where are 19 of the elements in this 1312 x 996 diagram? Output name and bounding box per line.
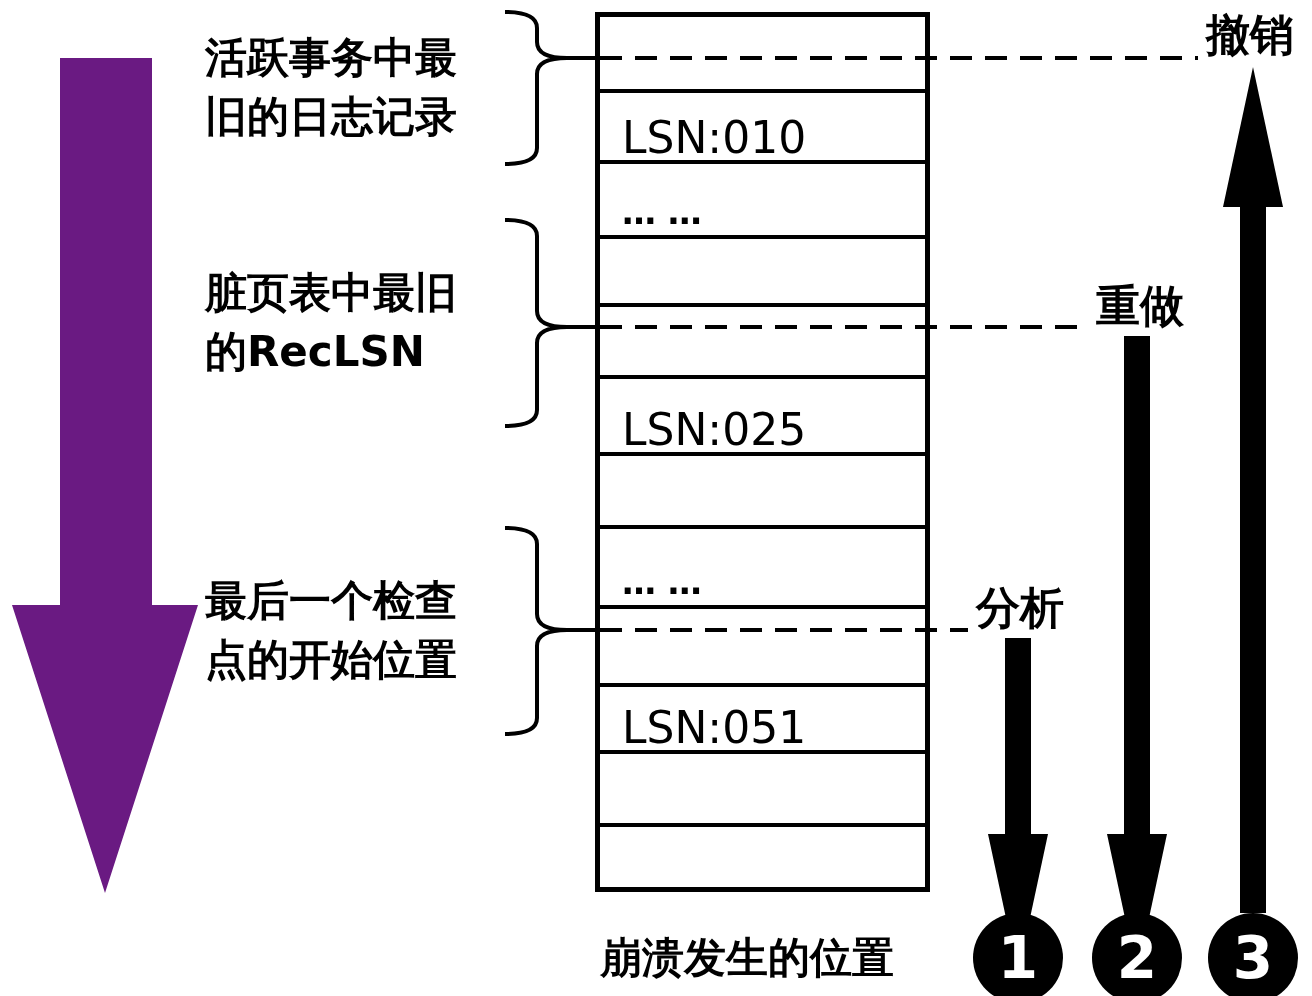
dashed-line	[600, 628, 968, 632]
arrow	[1223, 67, 1283, 913]
log-record: LSN:051	[600, 683, 925, 750]
phase-label: 撤销	[1198, 6, 1302, 128]
brace-label: 活跃事务中最旧的日志记录	[205, 12, 505, 164]
step-number-badge: 3	[1208, 913, 1298, 996]
phase-label: 分析	[968, 578, 1072, 638]
step-number-badge: 1	[973, 913, 1063, 996]
crash-position-label: 崩溃发生的位置	[600, 932, 894, 984]
phase-label: 重做	[1088, 276, 1192, 336]
log-record: LSN:025	[600, 375, 925, 452]
brace-label: 脏页表中最旧的RecLSN	[205, 220, 505, 426]
log-record: LSN:010	[600, 93, 925, 160]
step-number-badge: 2	[1092, 913, 1182, 996]
log-record: … …	[600, 160, 925, 235]
log-record: … …	[600, 525, 925, 605]
dashed-line	[600, 56, 1198, 60]
brace-label: 最后一个检查点的开始位置	[205, 528, 505, 734]
log-table	[595, 12, 930, 892]
